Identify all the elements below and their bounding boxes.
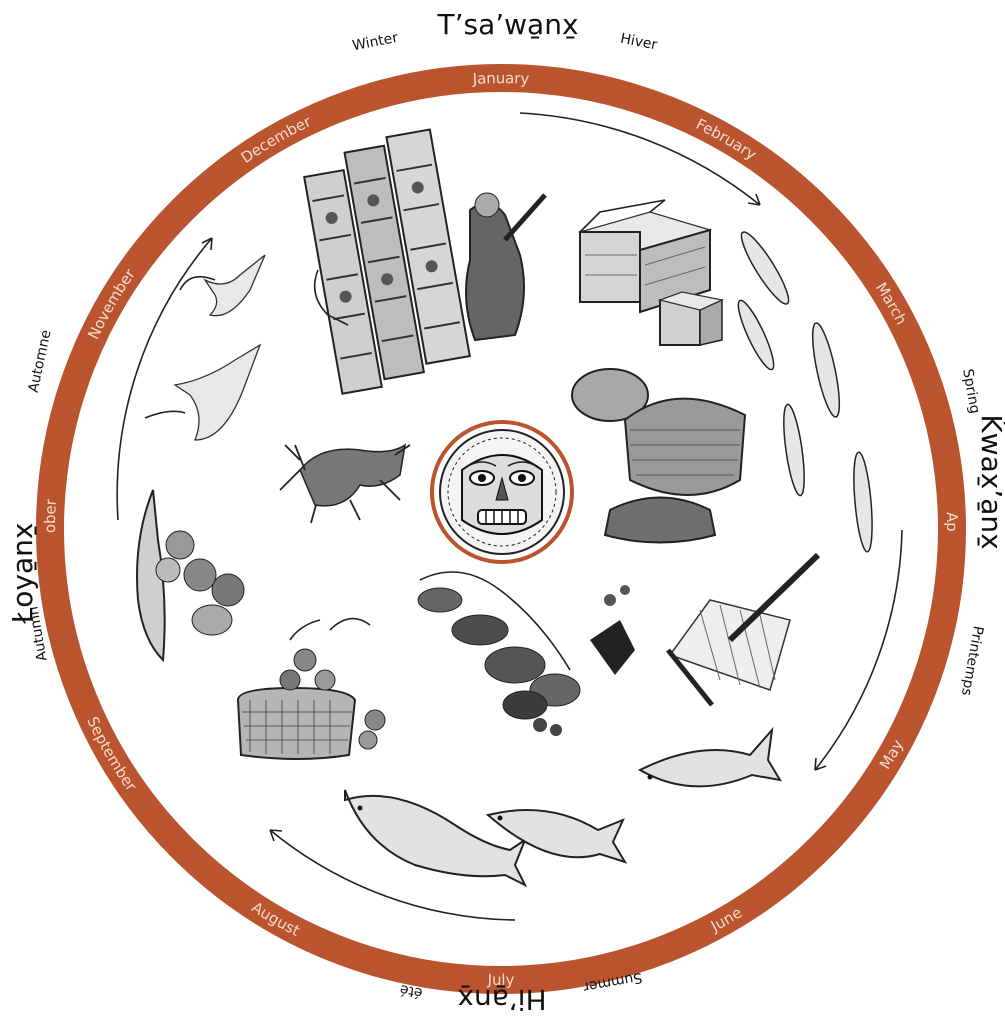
geese-illustration [145, 255, 265, 440]
season-native-summer: Hi’a̱nx̱ [457, 983, 546, 1016]
berry-plants-illustration [418, 572, 635, 736]
bentwood-boxes-illustration [580, 200, 722, 345]
season-native-spring: K̓wax̱’a̱nx̱ [975, 414, 1005, 549]
season-winter: T’sa’wa̱nx̱ Winter Hiver [351, 8, 659, 54]
caribou-illustration [280, 445, 410, 523]
season-english-spring: Spring [959, 368, 983, 415]
season-english-winter: Winter [351, 30, 400, 55]
berry-basket-illustration [238, 619, 385, 759]
eulachon-fish-illustration [733, 228, 876, 553]
season-native-winter: T’sa’wa̱nx̱ [436, 8, 578, 41]
season-french-spring: Printemps [958, 625, 986, 697]
month-label: January [471, 69, 530, 88]
woven-hats-illustration [572, 369, 745, 543]
fishing-net-tools-illustration [668, 555, 818, 705]
clams-and-paddle-illustration [137, 490, 244, 660]
season-french-autumn: Automne [26, 328, 55, 394]
center-mask [432, 422, 572, 562]
season-french-winter: Hiver [619, 31, 659, 54]
salmon-illustration [345, 730, 780, 885]
totem-poles-illustration [300, 130, 545, 394]
